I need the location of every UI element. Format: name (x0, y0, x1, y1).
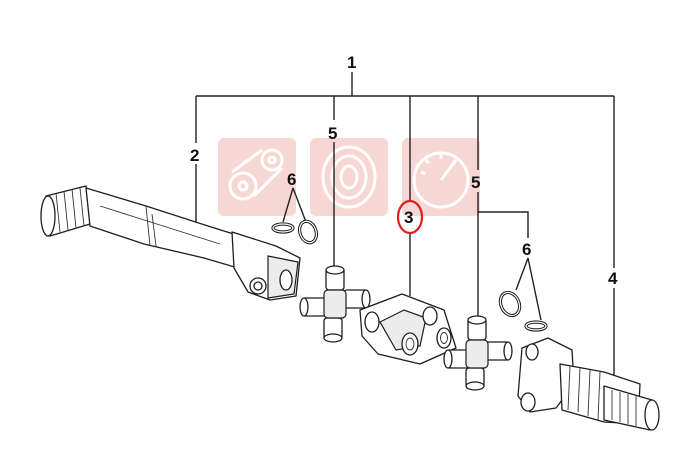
callout-5-left: 5 (328, 124, 337, 143)
highlight-circle (396, 199, 424, 235)
u-joint-right (443, 315, 513, 391)
leader-lines (195, 72, 615, 386)
gauge-icon (402, 138, 480, 216)
callout-2: 2 (190, 146, 199, 165)
callout-1: 1 (347, 53, 356, 72)
callout-4: 4 (608, 269, 618, 288)
short-shaft (517, 337, 660, 431)
watermark (218, 138, 480, 216)
gear-chain-icon (218, 138, 296, 216)
o-rings-right (498, 290, 548, 332)
o-rings-left (271, 219, 319, 245)
callouts: 1 2 5 6 3 5 6 4 (190, 53, 618, 288)
long-shaft (40, 185, 301, 301)
u-joint-left (299, 265, 371, 343)
callout-5-right: 5 (471, 173, 480, 192)
callout-6-right: 6 (522, 240, 531, 259)
callout-6-left: 6 (287, 170, 296, 189)
callout-3: 3 (404, 208, 413, 227)
coupling-yoke (359, 293, 457, 365)
tire-icon (310, 138, 388, 216)
